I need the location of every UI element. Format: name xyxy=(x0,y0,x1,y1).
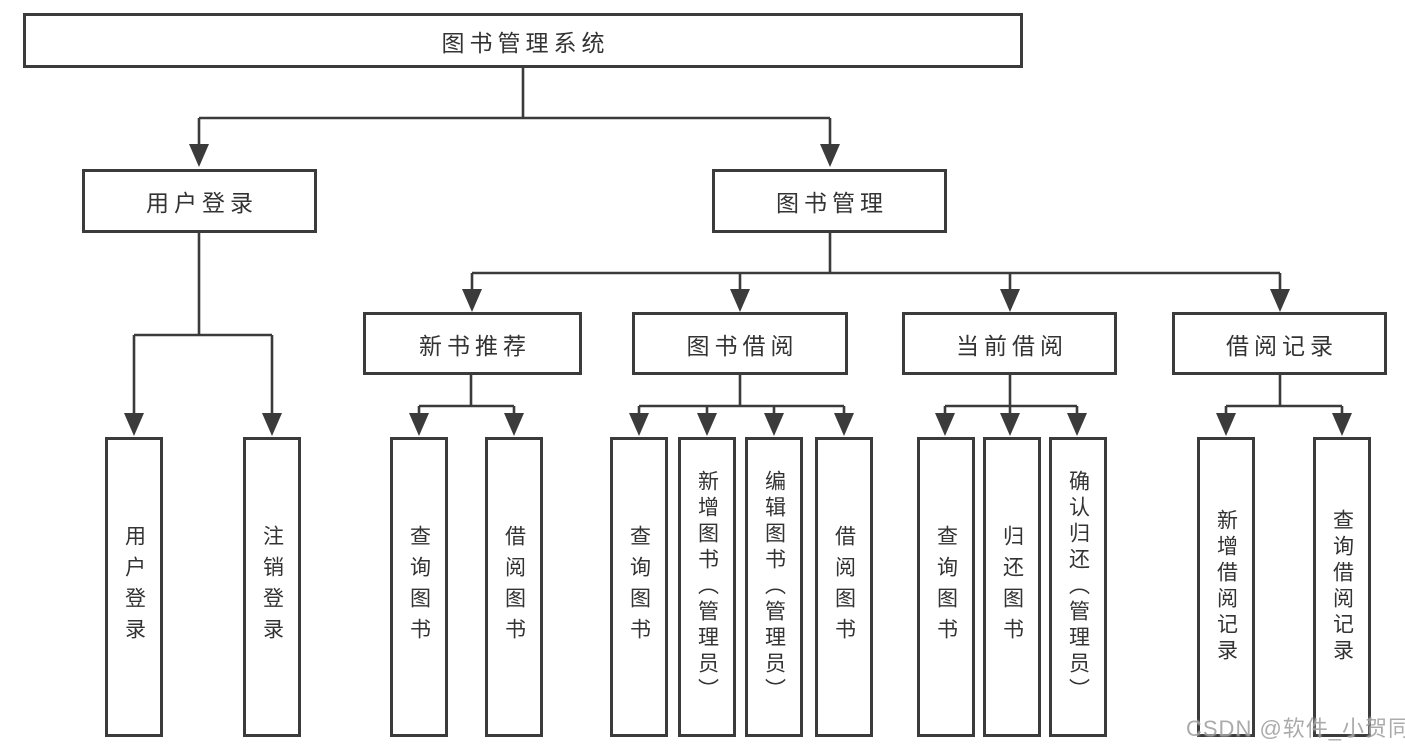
node-add-borrow-record: 新增借阅记录 xyxy=(1197,437,1255,737)
node-label: 确认归还（管理员） xyxy=(1066,470,1090,704)
node-label: 注销登录 xyxy=(260,525,284,649)
arrow-heads xyxy=(124,144,1352,436)
node-logout: 注销登录 xyxy=(243,437,301,737)
node-label: 编辑图书（管理员） xyxy=(762,470,786,704)
node-book-management: 图书管理 xyxy=(712,169,947,233)
node-label: 新增借阅记录 xyxy=(1214,509,1238,665)
node-label: 借阅记录 xyxy=(1226,332,1338,359)
node-label: 归还图书 xyxy=(1000,525,1024,649)
node-label: 图书借阅 xyxy=(686,332,799,359)
node-label: 查询借阅记录 xyxy=(1330,509,1354,665)
node-query-books-recommend: 查询图书 xyxy=(390,437,448,737)
node-query-borrow-record: 查询借阅记录 xyxy=(1313,437,1371,737)
node-current-borrowing: 当前借阅 xyxy=(902,312,1117,375)
node-add-books-admin: 新增图书（管理员） xyxy=(678,437,736,737)
node-label: 图书管理 xyxy=(776,190,888,216)
node-query-books-borrowing: 查询图书 xyxy=(610,437,668,737)
node-new-book-recommend: 新书推荐 xyxy=(363,312,582,375)
node-borrow-books: 借阅图书 xyxy=(815,437,873,737)
node-label: 新增图书（管理员） xyxy=(695,470,719,704)
node-query-books-current: 查询图书 xyxy=(917,437,975,737)
node-label: 查询图书 xyxy=(627,525,651,649)
node-label: 借阅图书 xyxy=(832,525,856,649)
node-label: 新书推荐 xyxy=(419,332,531,359)
node-book-borrowing: 图书借阅 xyxy=(632,312,848,375)
node-label: 借阅图书 xyxy=(502,525,526,649)
node-confirm-return-admin: 确认归还（管理员） xyxy=(1049,437,1107,737)
node-label: 当前借阅 xyxy=(956,332,1068,359)
node-user-login-leaf: 用户登录 xyxy=(105,437,163,737)
node-label: 用户登录 xyxy=(122,525,146,649)
csdn-watermark: CSDN @软件_小贺同学 xyxy=(1186,716,1405,741)
node-library-system: 图书管理系统 xyxy=(23,13,1023,68)
node-label: 图书管理系统 xyxy=(441,29,610,56)
node-edit-books-admin: 编辑图书（管理员） xyxy=(745,437,803,737)
node-return-books: 归还图书 xyxy=(983,437,1041,737)
node-label: 查询图书 xyxy=(934,525,958,649)
node-label: 用户登录 xyxy=(146,190,258,216)
node-user-login: 用户登录 xyxy=(82,169,317,233)
node-borrowing-records: 借阅记录 xyxy=(1172,312,1387,375)
node-borrow-books-recommend: 借阅图书 xyxy=(485,437,543,737)
node-label: 查询图书 xyxy=(407,525,431,649)
